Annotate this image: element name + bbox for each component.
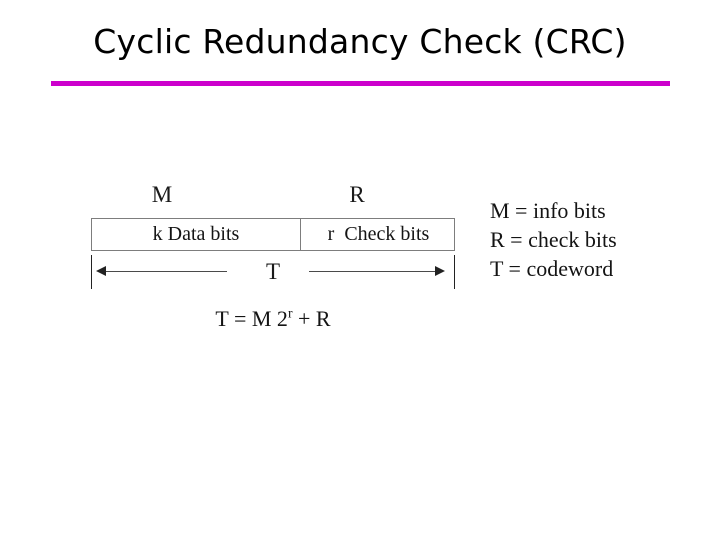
formula-lhs: T = M 2 bbox=[215, 306, 288, 331]
codeword-frame: k Data bits r Check bits bbox=[91, 218, 455, 251]
symbol-legend: M = info bits R = check bits T = codewor… bbox=[490, 196, 617, 283]
codeword-span-label: T bbox=[265, 259, 281, 284]
data-bits-cell: k Data bits bbox=[92, 219, 301, 250]
arrow-right-icon bbox=[435, 266, 445, 276]
legend-line-codeword: T = codeword bbox=[490, 256, 614, 281]
formula-exponent: r bbox=[287, 305, 293, 321]
page-title: Cyclic Redundancy Check (CRC) bbox=[93, 22, 627, 61]
span-line-left bbox=[105, 271, 227, 272]
span-tick-right bbox=[454, 255, 455, 289]
codeword-span-indicator: T bbox=[91, 255, 455, 289]
legend-line-remainder: R = check bits bbox=[490, 227, 617, 252]
remainder-span-label: R bbox=[349, 182, 365, 207]
message-span-label: M bbox=[151, 182, 173, 207]
span-tick-left bbox=[91, 255, 92, 289]
arrow-left-icon bbox=[96, 266, 106, 276]
codeword-formula: T = M 2r + R bbox=[91, 306, 455, 332]
span-line-right bbox=[309, 271, 435, 272]
title-divider-rule bbox=[51, 81, 670, 86]
formula-rhs: + R bbox=[292, 306, 331, 331]
legend-line-message: M = info bits bbox=[490, 198, 606, 223]
check-bits-cell: r Check bits bbox=[327, 223, 430, 245]
